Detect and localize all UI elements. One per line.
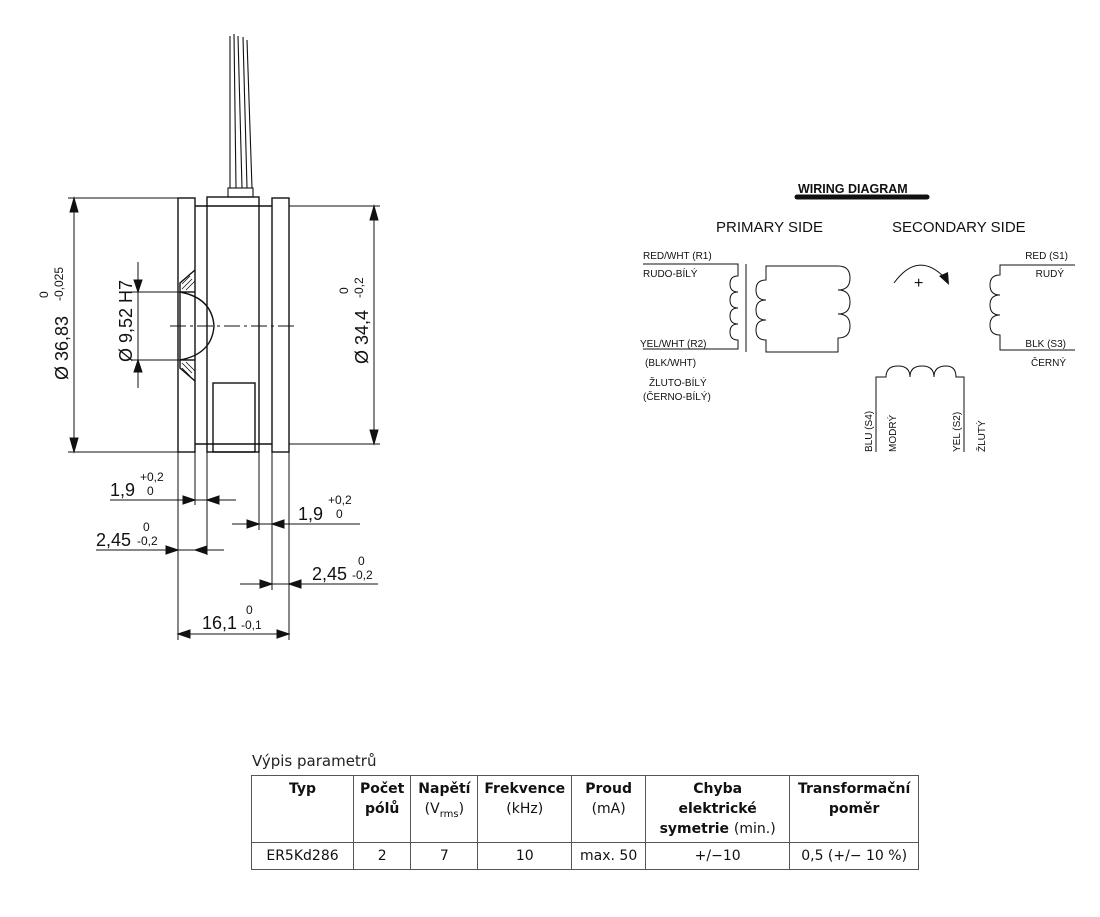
s2-cz-label: ŽLUTÝ xyxy=(975,420,988,452)
outer-diameter-tol-upper: 0 xyxy=(37,291,51,298)
rotation-arrowhead xyxy=(939,272,949,285)
r2-cz-alt-label: (ČERNO-BÍLÝ) xyxy=(643,390,711,403)
outer-diameter-label: Ø 36,83 xyxy=(52,316,72,380)
left-plate xyxy=(177,197,196,453)
dimension-labels: Ø 36,83 0 -0,025 Ø 9,52 H7 Ø 34,4 0 -0,2… xyxy=(37,267,373,633)
bore-section xyxy=(179,269,196,382)
dim-d-tol-lower: -0,2 xyxy=(352,568,373,582)
col-header-current: Proud(mA) xyxy=(571,775,647,843)
outer-diameter-tol-lower: -0,025 xyxy=(52,267,66,301)
s1-cz-label: RUDÝ xyxy=(1036,267,1065,280)
cable xyxy=(227,33,254,198)
inner-diameter-tol-upper: 0 xyxy=(337,287,351,294)
table-row: ER5Kd286 2 7 10 max. 50 +/−10 0,5 (+/− 1… xyxy=(251,842,920,870)
col-header-voltage: Napětí(Vrms) xyxy=(410,775,479,843)
table-cell: 2 xyxy=(352,842,412,870)
dim-b-tol-upper: 0 xyxy=(143,520,150,534)
dim-a-label: 1,9 xyxy=(110,480,135,500)
primary-side-label: PRIMARY SIDE xyxy=(716,219,823,236)
r1-label: RED/WHT (R1) xyxy=(643,251,712,262)
table-cell: +/−10 xyxy=(645,842,791,870)
length-label: 16,1 xyxy=(202,613,237,633)
connector-block xyxy=(212,382,256,453)
r2-cz-label: ŽLUTO-BÍLÝ xyxy=(649,376,707,389)
secondary-coil-s1-s3 xyxy=(989,264,1075,351)
dim-c-tol-upper: +0,2 xyxy=(328,493,352,507)
dimension-lines xyxy=(68,196,380,640)
r1-cz-label: RUDO-BÍLÝ xyxy=(643,267,698,280)
dim-b-label: 2,45 xyxy=(96,530,131,550)
col-header-frequency: Frekvence(kHz) xyxy=(477,775,573,843)
secondary-coil-s4-s2 xyxy=(875,365,965,452)
inner-diameter-tol-lower: -0,2 xyxy=(352,277,366,298)
inner-diameter-label: Ø 34,4 xyxy=(352,310,372,364)
dim-a-tol-lower: 0 xyxy=(147,484,154,498)
bore-diameter-label: Ø 9,52 H7 xyxy=(116,280,136,362)
resolver-side-view xyxy=(170,33,298,453)
table-cell: ER5Kd286 xyxy=(251,842,354,870)
dim-a-tol-upper: +0,2 xyxy=(140,470,164,484)
dim-d-label: 2,45 xyxy=(312,564,347,584)
length-tol-upper: 0 xyxy=(246,603,253,617)
dim-c-tol-lower: 0 xyxy=(336,507,343,521)
primary-coil xyxy=(643,263,739,350)
table-cell: 10 xyxy=(477,842,573,870)
rotor-coil xyxy=(755,265,851,353)
s4-cz-label: MODRÝ xyxy=(886,414,899,452)
s1-label: RED (S1) xyxy=(1025,251,1068,262)
s3-label: BLK (S3) xyxy=(1025,339,1066,350)
rotation-arrow-icon xyxy=(893,264,946,284)
dim-b-tol-lower: -0,2 xyxy=(137,534,158,548)
dim-c-label: 1,9 xyxy=(298,504,323,524)
hatching xyxy=(181,275,196,377)
r2-alt-label: (BLK/WHT) xyxy=(645,358,696,369)
dim-d-tol-upper: 0 xyxy=(358,554,365,568)
table-cell: 0,5 (+/− 10 %) xyxy=(789,842,920,870)
s3-cz-label: ČERNÝ xyxy=(1031,356,1066,369)
table-caption: Výpis parametrů xyxy=(252,752,377,770)
wiring-title: WIRING DIAGRAM xyxy=(798,182,908,196)
technical-drawing: Ø 36,83 0 -0,025 Ø 9,52 H7 Ø 34,4 0 -0,2… xyxy=(37,33,1075,640)
r2-label: YEL/WHT (R2) xyxy=(640,339,707,350)
secondary-side-label: SECONDARY SIDE xyxy=(892,219,1026,236)
table-cell: 7 xyxy=(410,842,479,870)
s2-label: YEL (S2) xyxy=(952,412,963,452)
col-header-type: Typ xyxy=(251,775,354,843)
body-core xyxy=(206,196,260,453)
right-plate xyxy=(271,197,290,453)
rotation-plus: + xyxy=(914,275,923,292)
length-tol-lower: -0,1 xyxy=(241,618,262,632)
s4-label: BLU (S4) xyxy=(864,411,875,452)
table-cell: max. 50 xyxy=(571,842,647,870)
wiring-diagram: WIRING DIAGRAM PRIMARY SIDE SECONDARY SI… xyxy=(640,182,1075,452)
